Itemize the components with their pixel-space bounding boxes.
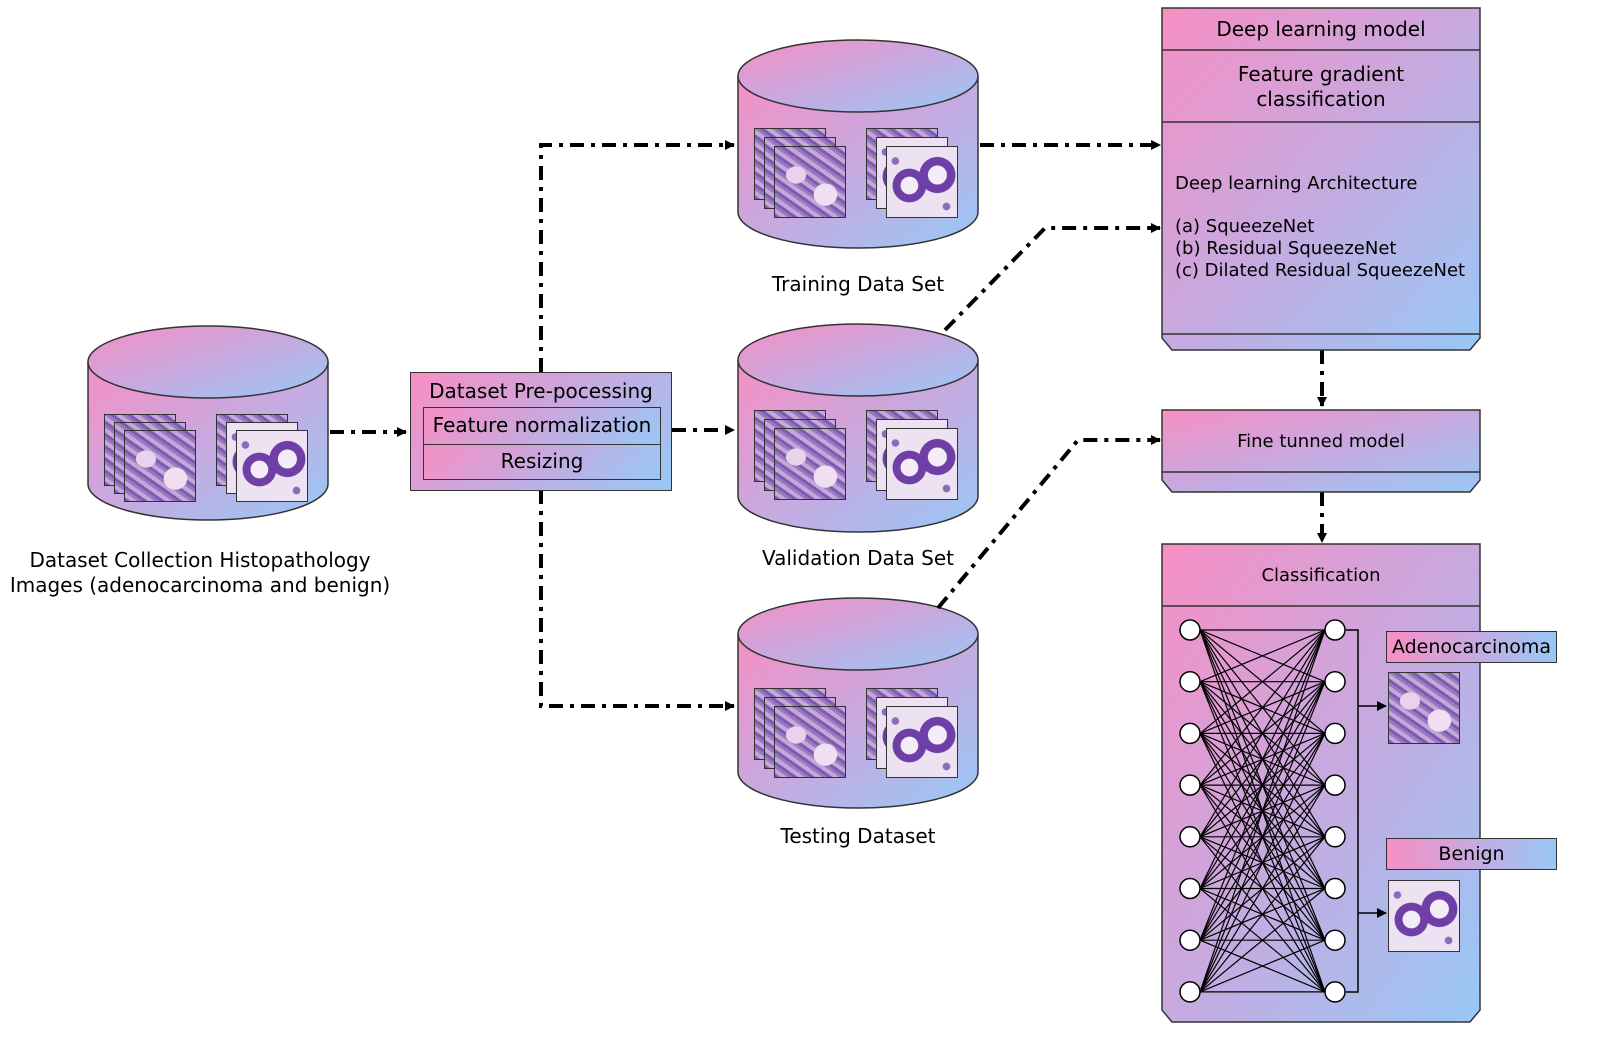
output-lines — [1346, 629, 1387, 993]
nn-input-node — [1179, 722, 1201, 745]
nn-output-node — [1324, 826, 1346, 848]
nn-edge — [1199, 629, 1326, 941]
nn-edge — [1199, 629, 1326, 786]
preprocessing-step-resizing: Resizing — [423, 444, 661, 480]
nn-edge — [1199, 784, 1326, 993]
nn-input-node — [1179, 826, 1201, 848]
validation-label: Validation Data Set — [761, 546, 955, 570]
model-subtitle: Feature gradient classification — [1237, 62, 1405, 111]
model-box — [1161, 7, 1481, 351]
nn-edge — [1199, 681, 1326, 993]
nn-input-node — [1179, 981, 1201, 1003]
nn-edge — [1199, 836, 1326, 993]
training-label: Training Data Set — [771, 272, 945, 296]
nn-edge — [1199, 939, 1326, 993]
architecture-item-c: (c) Dilated Residual SqueezeNet — [1175, 260, 1466, 281]
class-tag-benign: Benign — [1386, 838, 1557, 870]
nn-input-node — [1179, 670, 1201, 693]
nn-input-node — [1179, 774, 1201, 796]
nn-input-node — [1179, 929, 1201, 951]
preprocessing-step-normalization: Feature normalization — [423, 407, 661, 445]
collection-label: Dataset Collection Histopathology Images… — [9, 548, 391, 597]
nn-edge — [1199, 888, 1326, 993]
nn-output-node — [1324, 929, 1346, 951]
nn-output-node — [1324, 981, 1346, 1003]
arrow-preprocessing-to-training — [539, 140, 735, 372]
nn-input-node — [1179, 619, 1201, 641]
nn-input-node — [1179, 877, 1201, 900]
architecture-item-a: (a) SqueezeNet — [1175, 216, 1315, 237]
nn-edge — [1199, 629, 1326, 838]
adenocarcinoma-image — [1388, 672, 1460, 744]
architecture-item-b: (b) Residual SqueezeNet — [1175, 238, 1397, 259]
classification-title: Classification — [1261, 565, 1381, 586]
preprocessing-box: Dataset Pre-pocessing Feature normalizat… — [410, 372, 672, 491]
model-title: Deep learning model — [1216, 17, 1426, 41]
nn-output-node — [1324, 722, 1346, 745]
finetuned-title: Fine tunned model — [1237, 431, 1405, 452]
nn-output-node — [1324, 670, 1346, 693]
nn-edge — [1199, 629, 1326, 993]
nn-output-node — [1324, 774, 1346, 796]
nn-edge — [1199, 733, 1326, 993]
nn-edge — [1199, 629, 1326, 683]
class-tag-adenocarcinoma: Adenocarcinoma — [1386, 631, 1557, 663]
neural-network — [1179, 619, 1346, 1003]
architecture-heading: Deep learning Architecture — [1175, 173, 1418, 194]
nn-edge — [1199, 629, 1326, 734]
nn-output-node — [1324, 619, 1346, 641]
nn-output-node — [1324, 877, 1346, 900]
preprocessing-title: Dataset Pre-pocessing — [429, 379, 653, 403]
benign-image — [1388, 880, 1460, 952]
arrow-preprocessing-to-testing — [539, 490, 735, 711]
testing-label: Testing Dataset — [780, 824, 936, 848]
arrow-testing-to-finetuned — [936, 435, 1161, 610]
nn-edge — [1199, 629, 1326, 889]
connectors — [330, 140, 1327, 711]
